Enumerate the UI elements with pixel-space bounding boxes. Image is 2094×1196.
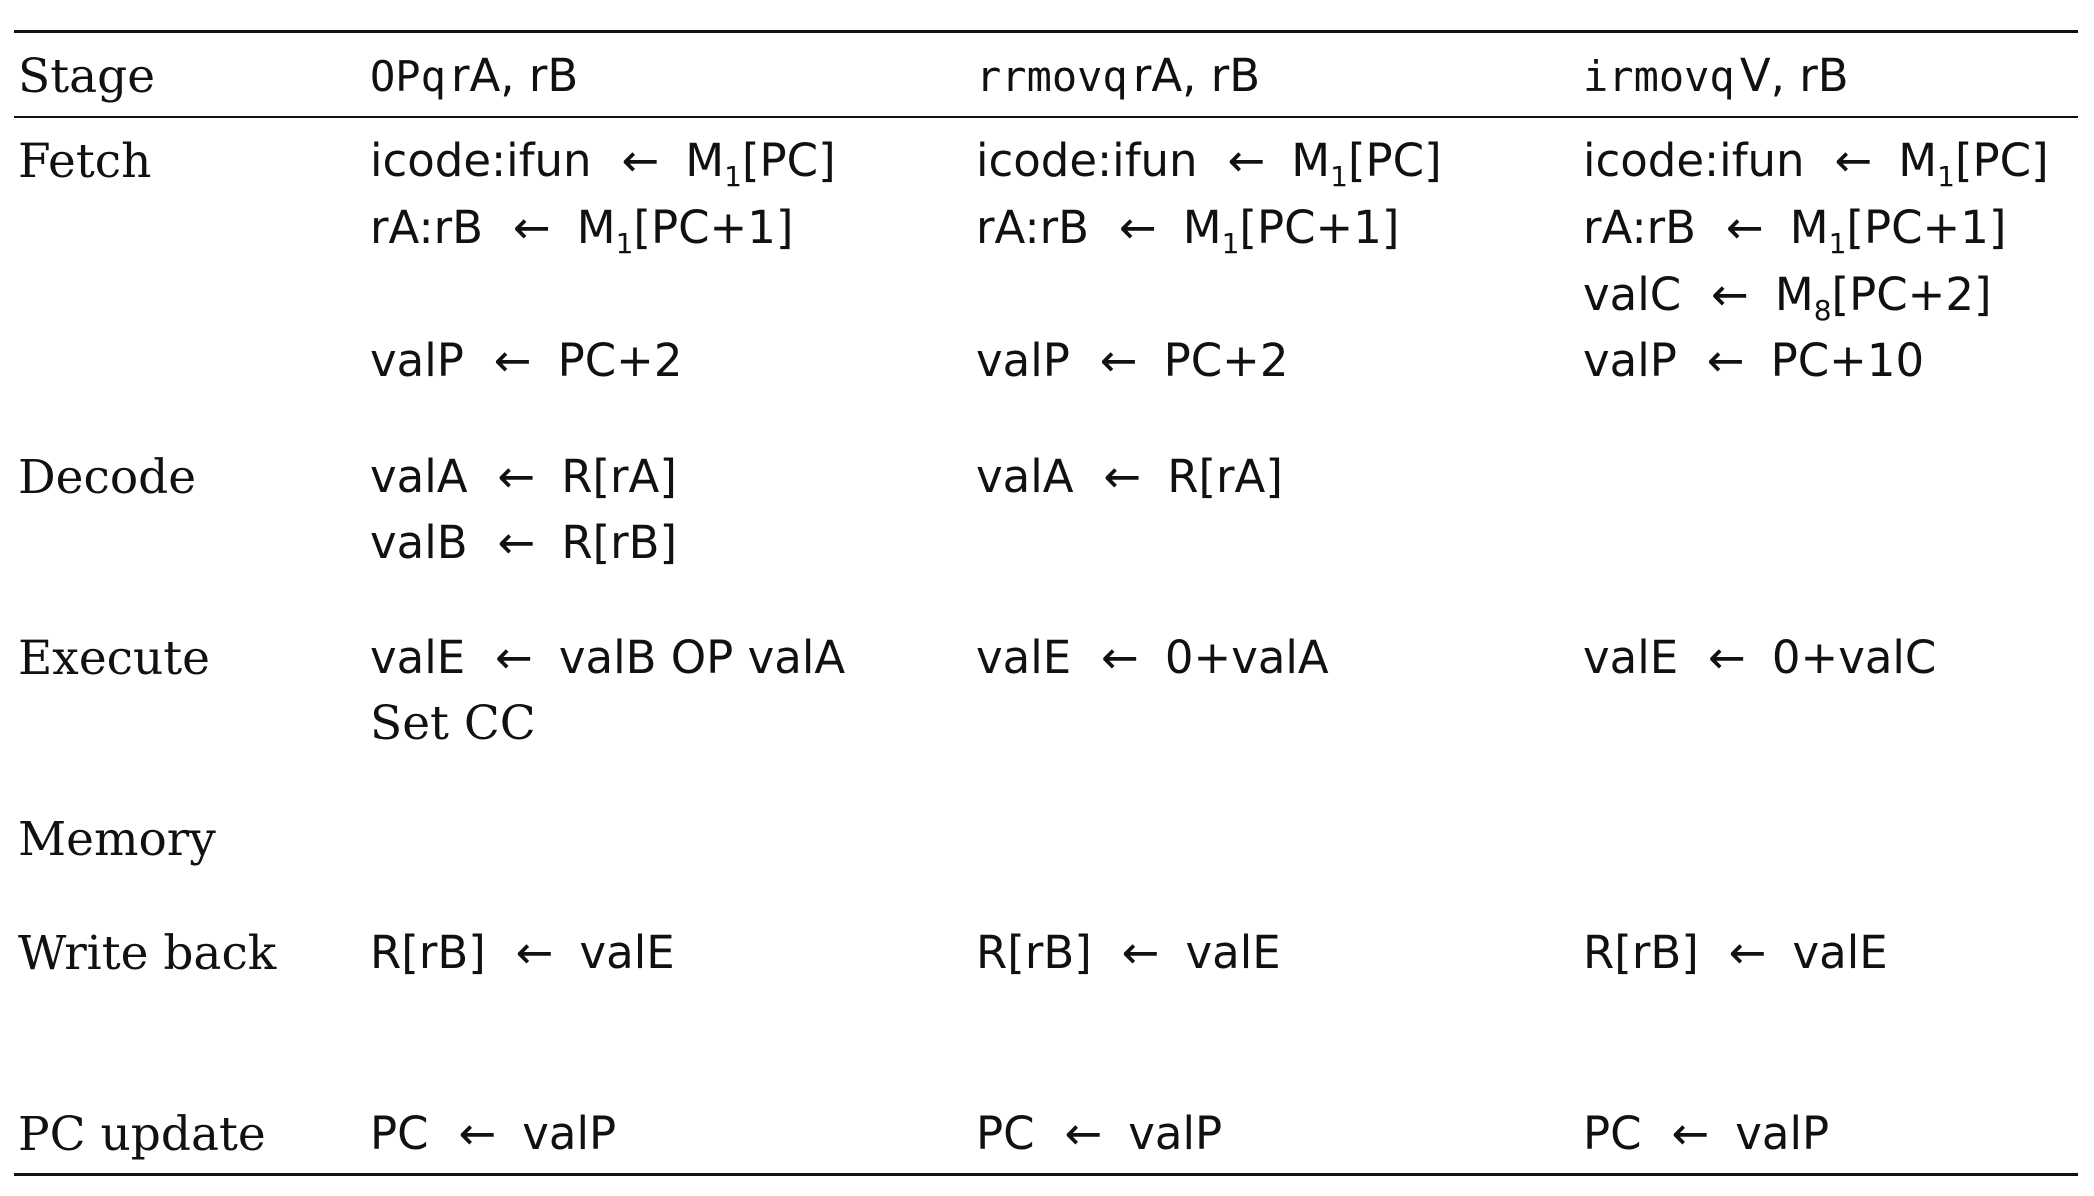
rrmovq-fetch-regs: rA:rB←M1[PC+1] [976, 201, 1400, 260]
rrmovq-execute-vale: valE←0+valA [976, 631, 1329, 684]
header-opq-args: rA, rB [450, 49, 579, 102]
header-irmovq: irmovq V, rB [1583, 53, 1849, 98]
stage-memory: Memory [18, 812, 216, 867]
irmovq-fetch-regs: rA:rB←M1[PC+1] [1583, 201, 2007, 260]
opq-fetch-icode: icode:ifun←M1[PC] [370, 134, 836, 193]
left-arrow-icon: ← [497, 450, 536, 503]
left-arrow-icon: ← [458, 1107, 497, 1160]
left-arrow-icon: ← [1099, 334, 1138, 387]
left-arrow-icon: ← [1706, 334, 1745, 387]
left-arrow-icon: ← [1064, 1107, 1103, 1160]
left-arrow-icon: ← [1726, 201, 1764, 254]
left-arrow-icon: ← [1711, 268, 1749, 321]
left-arrow-icon: ← [1227, 134, 1266, 187]
table-top-rule [14, 30, 2078, 33]
stage-pcupdate: PC update [18, 1107, 266, 1162]
header-stage: Stage [18, 49, 156, 104]
irmovq-fetch-icode: icode:ifun←M1[PC] [1583, 134, 2049, 193]
rrmovq-writeback: R[rB]←valE [976, 926, 1281, 979]
left-arrow-icon: ← [1671, 1107, 1710, 1160]
left-arrow-icon: ← [513, 201, 551, 254]
opq-execute-vale: valE←valB OP valA [370, 631, 846, 684]
opq-decode-valb: valB←R[rB] [370, 516, 678, 569]
left-arrow-icon: ← [495, 631, 533, 684]
opq-fetch-valp: valP←PC+2 [370, 334, 683, 387]
stage-fetch: Fetch [18, 134, 152, 189]
left-arrow-icon: ← [1101, 631, 1139, 684]
rrmovq-decode-vala: valA←R[rA] [976, 450, 1283, 503]
stage-decode: Decode [18, 450, 197, 505]
header-rrmovq-mnemonic: rrmovq [976, 52, 1128, 101]
header-opq-mnemonic: OPq [370, 52, 446, 101]
left-arrow-icon: ← [515, 926, 554, 979]
irmovq-pcupdate: PC←valP [1583, 1107, 1830, 1160]
left-arrow-icon: ← [1119, 201, 1157, 254]
header-irmovq-mnemonic: irmovq [1583, 52, 1735, 101]
left-arrow-icon: ← [1103, 450, 1142, 503]
opq-decode-vala: valA←R[rA] [370, 450, 677, 503]
rrmovq-fetch-valp: valP←PC+2 [976, 334, 1289, 387]
irmovq-execute-vale: valE←0+valC [1583, 631, 1937, 684]
irmovq-fetch-valc: valC←M8[PC+2] [1583, 268, 1992, 327]
opq-writeback: R[rB]←valE [370, 926, 675, 979]
stage-execute: Execute [18, 631, 210, 686]
header-irmovq-args: V, rB [1739, 49, 1849, 102]
rrmovq-pcupdate: PC←valP [976, 1107, 1223, 1160]
header-opq: OPq rA, rB [370, 53, 578, 98]
table-header-rule [14, 116, 2078, 118]
left-arrow-icon: ← [1121, 926, 1160, 979]
header-rrmovq-args: rA, rB [1132, 49, 1261, 102]
left-arrow-icon: ← [1708, 631, 1746, 684]
table-bottom-rule [14, 1173, 2078, 1176]
left-arrow-icon: ← [497, 516, 536, 569]
irmovq-writeback: R[rB]←valE [1583, 926, 1888, 979]
irmovq-fetch-valp: valP←PC+10 [1583, 334, 1925, 387]
rrmovq-fetch-icode: icode:ifun←M1[PC] [976, 134, 1442, 193]
left-arrow-icon: ← [1728, 926, 1767, 979]
opq-execute-setcc: Set CC [370, 696, 536, 751]
opq-fetch-regs: rA:rB←M1[PC+1] [370, 201, 794, 260]
stage-writeback: Write back [18, 926, 277, 981]
left-arrow-icon: ← [493, 334, 532, 387]
header-rrmovq: rrmovq rA, rB [976, 53, 1260, 98]
left-arrow-icon: ← [621, 134, 660, 187]
opq-pcupdate: PC←valP [370, 1107, 617, 1160]
left-arrow-icon: ← [1834, 134, 1873, 187]
